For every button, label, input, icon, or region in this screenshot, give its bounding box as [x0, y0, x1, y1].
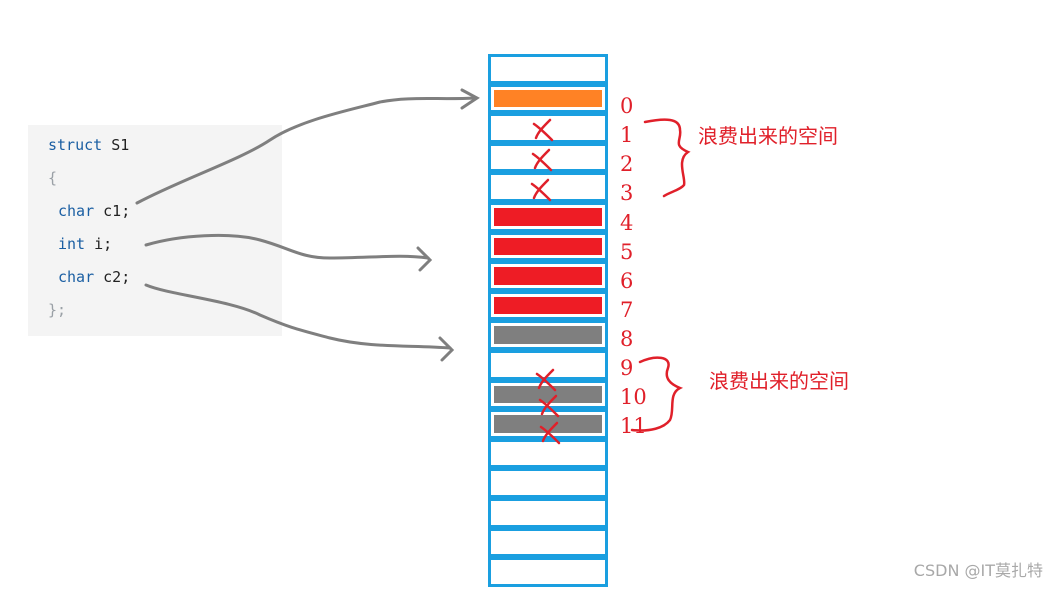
code-line-close-brace: }; — [48, 301, 67, 319]
index-label-8: 8 — [620, 327, 634, 351]
memory-cell — [488, 83, 608, 114]
code-block: struct S1 { char c1; int i; char c2; }; — [28, 125, 282, 336]
keyword: int — [58, 235, 86, 253]
cell-fill-c2 — [494, 415, 602, 433]
cell-fill-c2 — [494, 326, 602, 344]
cell-fill-i — [494, 296, 602, 315]
memory-cell — [488, 113, 608, 143]
index-label-0: 0 — [620, 94, 634, 118]
index-label-10: 10 — [620, 385, 647, 409]
code-line-struct: struct S1 — [48, 134, 129, 156]
code-line-i: int i; — [58, 233, 112, 255]
memory-cell — [488, 527, 608, 558]
index-label-11: 11 — [620, 414, 647, 438]
identifier: S1 — [102, 136, 130, 154]
cell-fill-empty — [494, 356, 602, 374]
cell-fill-c1 — [494, 89, 602, 108]
arrowhead-c2 — [438, 336, 455, 362]
memory-cell — [488, 320, 608, 350]
memory-cell — [488, 290, 608, 321]
cell-fill-c2 — [494, 385, 602, 404]
memory-cell — [488, 142, 608, 173]
cell-fill-empty — [494, 119, 602, 137]
cell-fill-empty — [494, 474, 602, 492]
index-label-9: 9 — [620, 356, 634, 380]
arrowhead-i — [416, 246, 433, 272]
index-label-7: 7 — [620, 298, 634, 322]
cell-fill-empty — [494, 178, 602, 196]
memory-cell — [488, 350, 608, 380]
code-line-c1: char c1; — [58, 200, 130, 222]
waste-note-2: 浪费出来的空间 — [709, 369, 849, 393]
cell-fill-i — [494, 208, 602, 226]
memory-cell — [488, 409, 608, 439]
cell-fill-empty — [494, 563, 602, 581]
index-label-2: 2 — [620, 152, 634, 176]
index-label-1: 1 — [620, 123, 634, 147]
memory-cell — [488, 172, 608, 202]
cell-fill-empty — [494, 504, 602, 522]
memory-cell — [488, 468, 608, 498]
index-label-4: 4 — [620, 211, 634, 235]
code-line-open-brace: { — [48, 169, 58, 187]
identifier: c1; — [94, 202, 131, 220]
keyword: char — [58, 268, 95, 286]
code-line-c2: char c2; — [58, 266, 130, 288]
memory-cell — [488, 54, 608, 84]
memory-cell — [488, 379, 608, 410]
index-label-3: 3 — [620, 181, 634, 205]
cell-fill-empty — [494, 533, 602, 552]
identifier: c2; — [94, 268, 131, 286]
cell-fill-empty — [494, 148, 602, 167]
memory-cell — [488, 202, 608, 232]
waste-note-1: 浪费出来的空间 — [698, 124, 838, 148]
index-label-6: 6 — [620, 269, 634, 293]
memory-cell — [488, 261, 608, 291]
arrowhead-c1 — [460, 88, 480, 110]
index-label-5: 5 — [620, 240, 634, 264]
cell-fill-empty — [494, 444, 602, 463]
cell-fill-empty — [494, 60, 602, 78]
identifier: i; — [85, 235, 113, 253]
memory-column — [488, 54, 608, 594]
memory-cell — [488, 438, 608, 469]
cell-fill-i — [494, 237, 602, 256]
watermark: CSDN @IT莫扎特 — [913, 561, 1043, 580]
keyword: struct — [48, 136, 103, 154]
memory-cell — [488, 498, 608, 528]
cell-fill-i — [494, 267, 602, 285]
keyword: char — [58, 202, 95, 220]
memory-cell — [488, 557, 608, 587]
memory-cell — [488, 231, 608, 262]
